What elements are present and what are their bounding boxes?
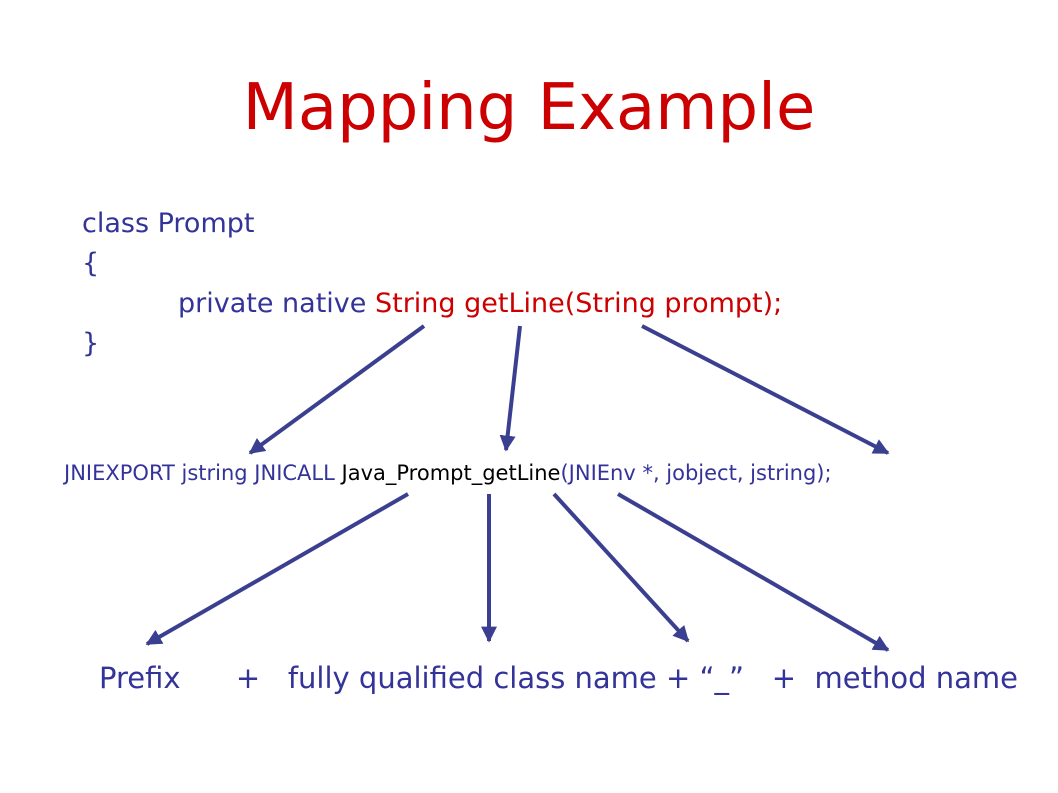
java-class-code: class Prompt { private native String get… xyxy=(82,204,782,364)
arrow-to-prefix xyxy=(145,492,409,646)
arrow-to-method-name xyxy=(616,492,890,652)
mapping-method-name: method name xyxy=(814,661,1018,695)
arrow-to-return-type xyxy=(248,324,426,455)
code-line-class: class Prompt xyxy=(82,208,255,239)
method-modifiers: private native xyxy=(178,288,375,319)
arrow-to-underscore xyxy=(552,492,690,643)
arrow-to-args xyxy=(641,324,890,455)
mapping-underscore: “_” xyxy=(699,661,745,695)
slide-title: Mapping Example xyxy=(242,71,816,145)
mapping-prefix: Prefix xyxy=(99,661,181,695)
jni-prefix: JNIEXPORT jstring JNICALL xyxy=(64,461,342,485)
method-signature: String getLine(String prompt); xyxy=(374,288,783,319)
jni-declaration: JNIEXPORT jstring JNICALL Java_Prompt_ge… xyxy=(64,458,832,488)
jni-args: (JNIEnv *, jobject, jstring); xyxy=(560,461,832,485)
code-line-method: private native String getLine(String pro… xyxy=(82,284,782,324)
mapping-plus-2: + xyxy=(666,661,691,695)
mapping-class-name: fully qualified class name xyxy=(287,661,657,695)
jni-function-name: Java_Prompt_getLine xyxy=(341,461,561,485)
mapping-plus-1: + xyxy=(235,661,261,695)
mapping-breakdown: Prefix + fully qualified class name + “_… xyxy=(99,657,1018,699)
mapping-plus-3: + xyxy=(771,661,797,695)
code-line-close-brace: } xyxy=(82,328,100,359)
arrow-to-function-name xyxy=(499,325,522,452)
code-line-open-brace: { xyxy=(82,248,100,279)
